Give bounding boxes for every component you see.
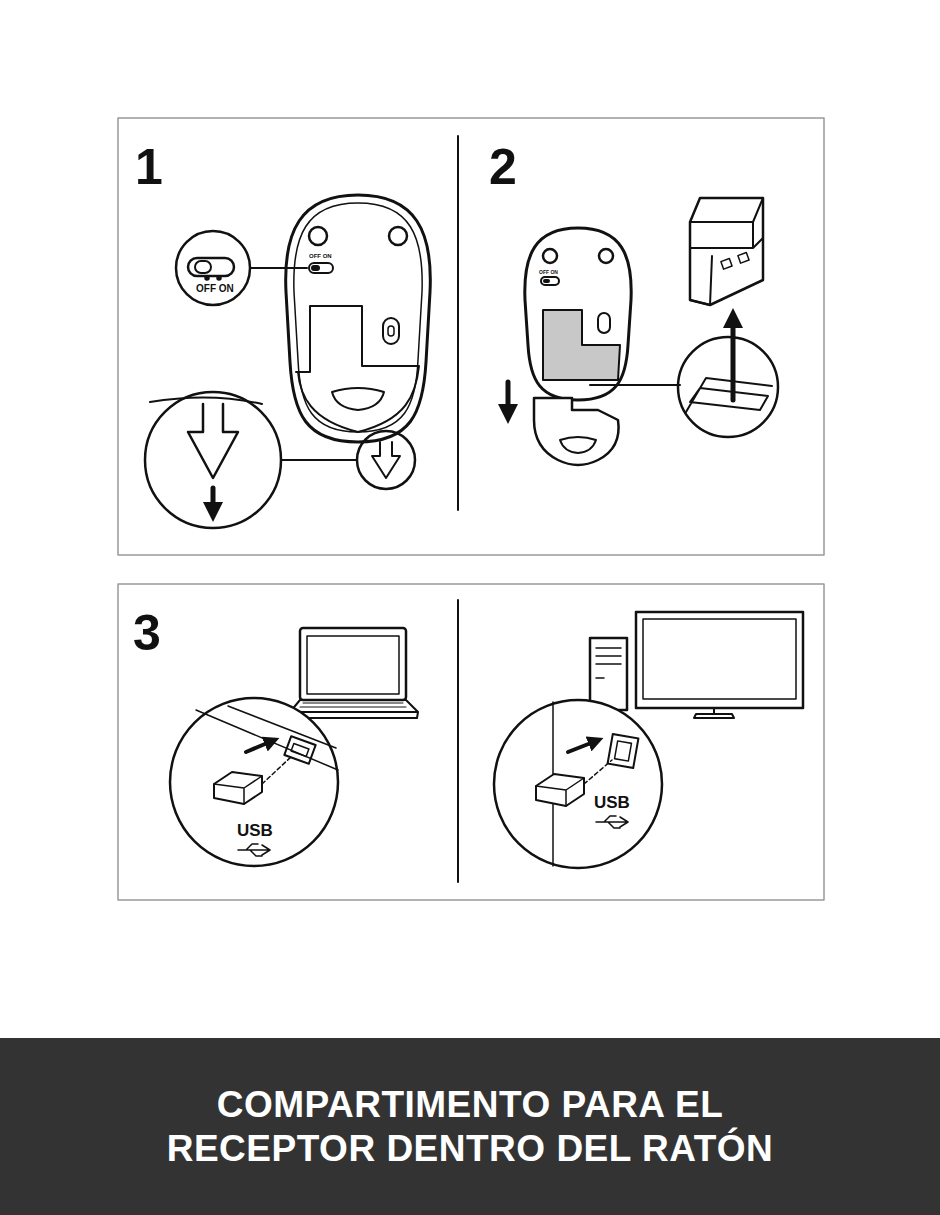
step-number: 1 — [135, 142, 163, 192]
port-label: USB — [237, 822, 273, 839]
step-number: 2 — [489, 142, 517, 192]
step-number: 3 — [133, 608, 161, 658]
switch-label: OFF ON — [539, 270, 558, 275]
switch-label: OFF ON — [196, 284, 234, 294]
caption-band — [0, 1038, 940, 1215]
caption: COMPARTIMENTO PARA EL RECEPTOR DENTRO DE… — [130, 1083, 810, 1170]
switch-label: OFF ON — [309, 253, 332, 259]
port-label: USB — [594, 794, 630, 811]
